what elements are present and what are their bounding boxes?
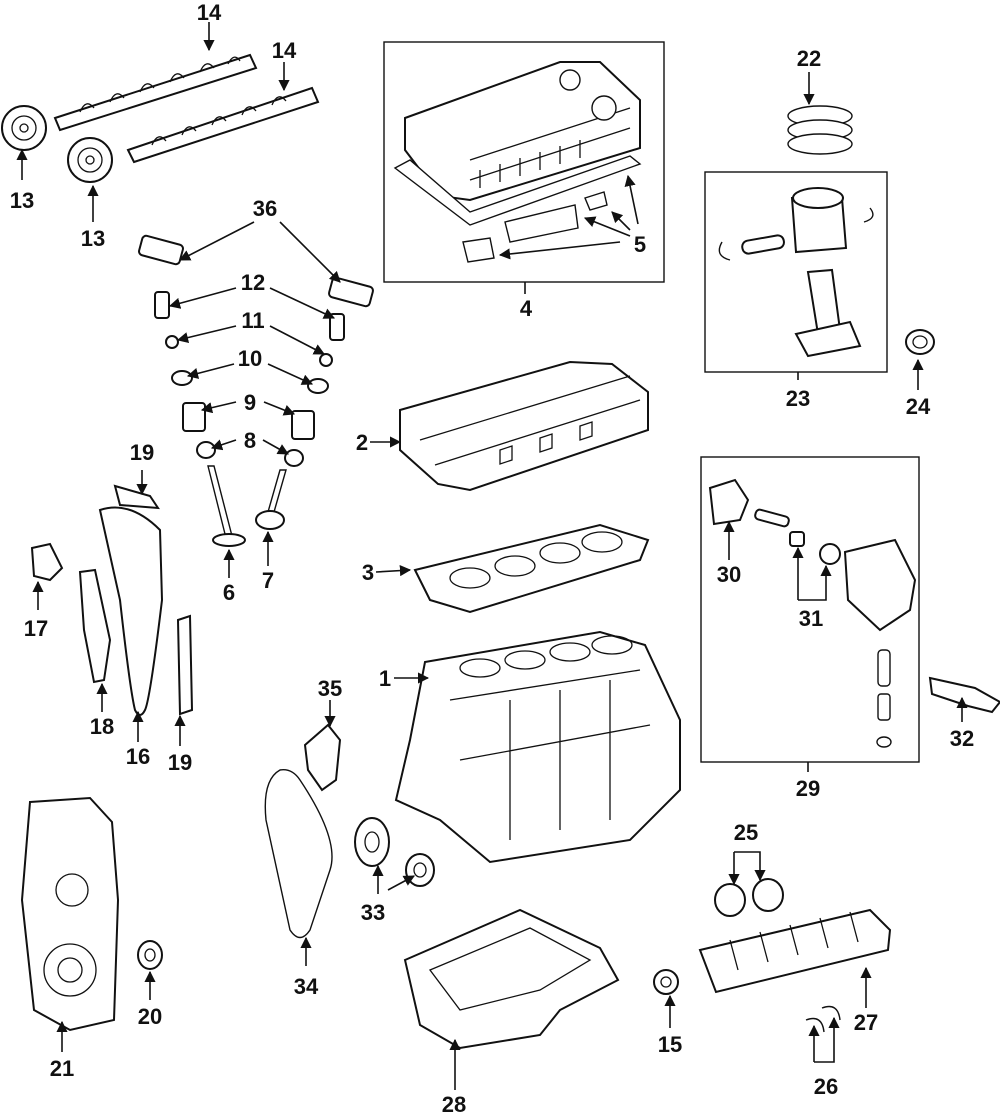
valve-seal-left[interactable] <box>196 441 216 459</box>
callout-20: 20 <box>138 1004 162 1029</box>
tensioner-arm[interactable] <box>78 568 112 684</box>
callout-11: 11 <box>241 308 264 333</box>
roller-rocker-right[interactable] <box>328 276 374 308</box>
spring-retainer-left[interactable] <box>171 370 193 386</box>
callout-10: 10 <box>238 346 262 371</box>
spring-retainer-right[interactable] <box>307 378 329 394</box>
callout-28: 28 <box>442 1092 466 1115</box>
main-bearing-pair[interactable] <box>714 878 784 917</box>
callout-6: 6 <box>223 580 235 605</box>
small-gasket[interactable] <box>462 237 495 263</box>
callout-1: 1 <box>379 666 391 691</box>
relief-spring[interactable] <box>877 693 891 721</box>
callout-29: 29 <box>796 776 820 801</box>
valve-keeper-right[interactable] <box>319 353 333 367</box>
leader-lines <box>16 22 968 1090</box>
callout-17: 17 <box>24 616 48 641</box>
valve-cover[interactable] <box>404 61 641 202</box>
cylinder-head[interactable] <box>399 360 649 492</box>
callout-4: 4 <box>520 296 533 321</box>
oil-pickup-tube[interactable] <box>928 676 1000 714</box>
chain-tensioner[interactable] <box>30 542 64 582</box>
valve-seal-right[interactable] <box>284 449 304 467</box>
cam-sprocket-upper[interactable] <box>1 105 47 151</box>
callout-2: 2 <box>356 430 368 455</box>
callout-14-upper: 14 <box>197 0 222 25</box>
thrust-washers[interactable] <box>805 1005 841 1033</box>
callout-13-lower: 13 <box>81 226 105 251</box>
camshaft-upper[interactable] <box>53 53 258 132</box>
callout-33: 33 <box>361 900 385 925</box>
piston-group-box <box>704 171 888 373</box>
callout-27: 27 <box>854 1010 878 1035</box>
crank-seal[interactable] <box>137 940 163 970</box>
valve-cover-gasket[interactable] <box>393 155 642 226</box>
belt-tensioner[interactable] <box>303 723 342 792</box>
crankshaft[interactable] <box>698 908 892 994</box>
chain-guide-upper[interactable] <box>113 484 160 510</box>
lash-adjuster-right[interactable] <box>329 313 345 341</box>
callout-25: 25 <box>734 820 758 845</box>
callout-26: 26 <box>814 1074 838 1099</box>
callout-9: 9 <box>244 390 256 415</box>
pump-gear[interactable] <box>819 543 841 565</box>
valve-keeper-left[interactable] <box>165 335 179 349</box>
roller-rocker-left[interactable] <box>138 234 184 266</box>
relief-plunger[interactable] <box>877 649 891 687</box>
callout-30: 30 <box>717 562 741 587</box>
callout-13-upper: 13 <box>10 188 34 213</box>
callout-12: 12 <box>241 270 265 295</box>
callout-36: 36 <box>253 196 277 221</box>
crank-gear[interactable] <box>653 969 679 995</box>
callout-19-upper: 19 <box>130 440 154 465</box>
pump-gear-small[interactable] <box>789 531 805 547</box>
timing-cover[interactable] <box>20 796 120 1032</box>
pump-shaft[interactable] <box>754 508 790 528</box>
callout-15: 15 <box>658 1032 682 1057</box>
callout-14-lower: 14 <box>272 38 297 63</box>
callout-labels: 14 14 13 13 36 12 11 10 9 8 6 7 19 17 18… <box>10 0 974 1115</box>
oil-pump-body[interactable] <box>843 538 917 632</box>
callout-22: 22 <box>797 46 821 71</box>
exhaust-valve[interactable] <box>255 469 287 530</box>
head-gasket[interactable] <box>413 523 650 614</box>
oil-pump-cover[interactable] <box>708 478 750 526</box>
callout-35: 35 <box>318 676 342 701</box>
valve-spring-left[interactable] <box>182 402 206 432</box>
callout-18: 18 <box>90 714 114 739</box>
piston-pin-bearing[interactable] <box>905 329 935 355</box>
front-seal[interactable] <box>405 853 435 887</box>
callout-5: 5 <box>634 232 646 257</box>
callout-3: 3 <box>362 560 374 585</box>
callout-19-lower: 19 <box>168 750 192 775</box>
callout-34: 34 <box>294 974 319 999</box>
piston-rod-assembly[interactable] <box>718 187 874 358</box>
intake-valve[interactable] <box>207 465 246 547</box>
cylinder-block[interactable] <box>394 630 681 864</box>
valve-spring-right[interactable] <box>291 410 315 440</box>
callout-23: 23 <box>786 386 810 411</box>
valve-cover-group-box <box>383 41 665 283</box>
lash-adjuster-left[interactable] <box>154 291 170 319</box>
callout-31: 31 <box>799 606 823 631</box>
callout-21: 21 <box>50 1056 74 1081</box>
callout-7: 7 <box>262 568 274 593</box>
small-seal[interactable] <box>584 191 608 211</box>
callout-16: 16 <box>126 744 150 769</box>
timing-chain[interactable] <box>98 506 164 716</box>
relief-plug[interactable] <box>876 736 892 748</box>
chain-guide-lower[interactable] <box>176 614 194 716</box>
spark-plug-tube-seal[interactable] <box>504 204 579 243</box>
oil-pan[interactable] <box>403 908 620 1050</box>
oil-pump-group-box <box>700 456 920 763</box>
callout-32: 32 <box>950 726 974 751</box>
callout-24: 24 <box>906 394 931 419</box>
camshaft-lower[interactable] <box>126 86 320 164</box>
timing-belt[interactable] <box>264 769 333 939</box>
callout-8: 8 <box>244 428 256 453</box>
piston-rings[interactable] <box>787 105 853 155</box>
crank-sprocket[interactable] <box>354 817 390 867</box>
cam-sprocket-lower[interactable] <box>67 137 113 183</box>
